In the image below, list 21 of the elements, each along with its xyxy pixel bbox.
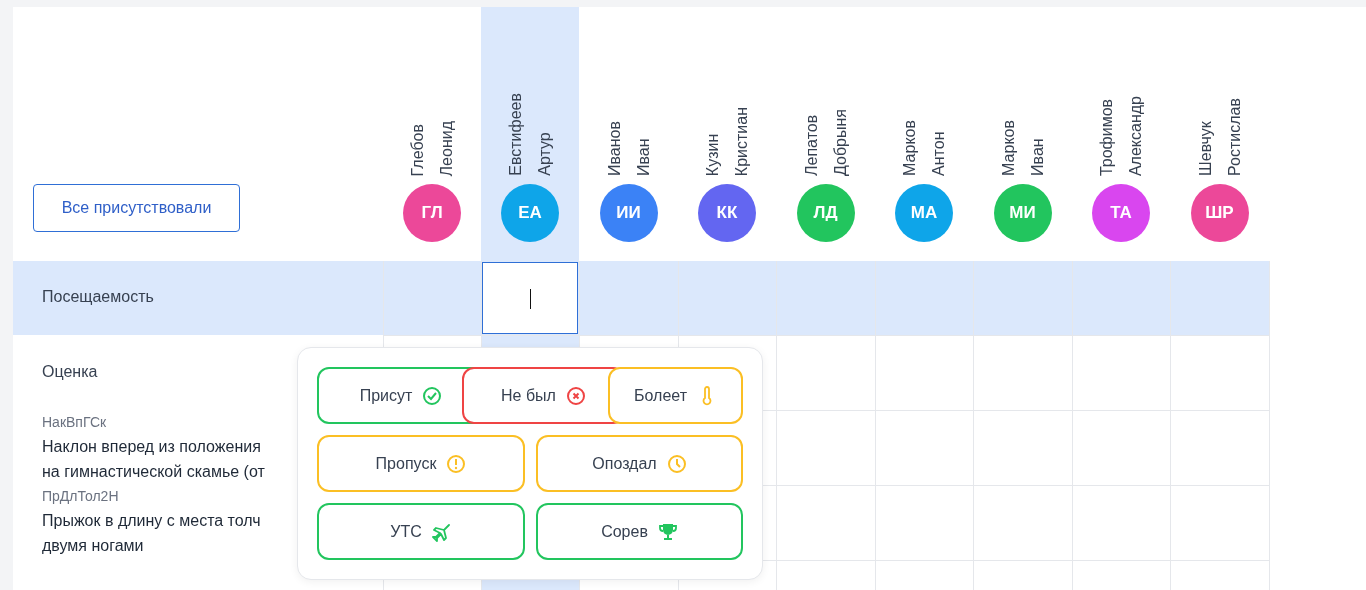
status-button: Сорев bbox=[536, 503, 743, 560]
status-button: УТС bbox=[317, 503, 525, 560]
student-name: Евстифеев Артур bbox=[506, 93, 554, 176]
student-name: Глебов Леонид bbox=[408, 120, 456, 176]
status-button: Пропуск bbox=[317, 435, 525, 492]
student-name: Марков Иван bbox=[998, 120, 1047, 176]
all-present-button: Все присутствовали bbox=[33, 184, 240, 232]
student-name: Иванов Иван bbox=[604, 121, 653, 176]
exercise-code: НакВпГСк bbox=[42, 414, 107, 430]
student-name: Кузин Кристиан bbox=[703, 106, 751, 176]
status-button: Опоздал bbox=[536, 435, 743, 492]
student-name: Марков Антон bbox=[900, 120, 948, 176]
student-name: Шевчук Ростислав bbox=[1195, 98, 1244, 176]
student-name: Трофимов Александр bbox=[1097, 95, 1145, 176]
exercise-name: Наклон вперед из положения на гимнастической скамье (от bbox=[42, 437, 266, 482]
exercise-code: ПрДлТол2Н bbox=[42, 488, 119, 504]
exercise-name: Прыжок в длину с места толч двумя ногами bbox=[42, 511, 262, 556]
student-name: Лепатов Добрыня bbox=[801, 109, 850, 176]
row-label: Посещаемость bbox=[42, 288, 154, 306]
status-button: Болеет bbox=[608, 367, 743, 424]
row-label: Оценка bbox=[42, 363, 98, 381]
